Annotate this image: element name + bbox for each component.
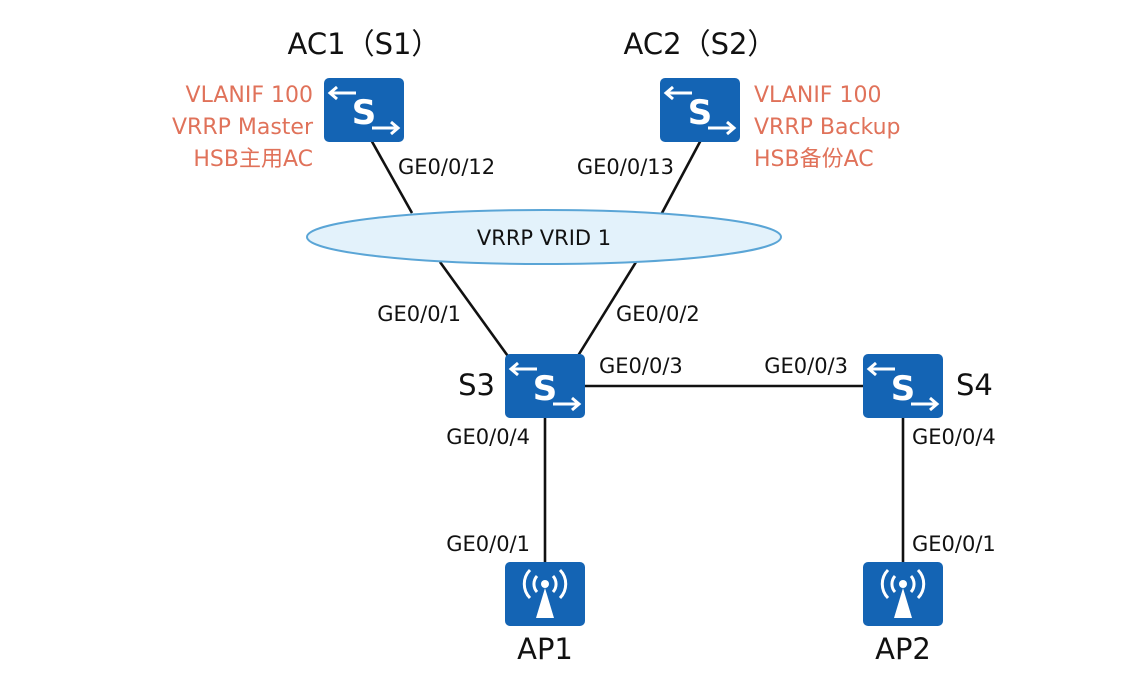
ac2-note-hsb: HSB备份AC [754,147,874,172]
ac2-note-vrrp: VRRP Backup [754,115,901,140]
port-s3-right: GE0/0/3 [599,354,683,378]
ac2-name: AC2（S2） [624,27,777,61]
ap2-access-point-icon [861,560,945,628]
link-vrrp-s3-right [574,261,638,360]
s4-switch-icon [861,352,945,420]
link-vrrp-s3-left [438,261,512,360]
ac1-note-vlanif: VLANIF 100 [186,83,313,108]
link-ac2-vrrp [660,137,704,214]
port-ac1-down: GE0/0/12 [398,155,495,179]
ac1-note-vrrp: VRRP Master [172,115,314,140]
port-s3-up-left: GE0/0/1 [377,302,461,326]
ap1-name: AP1 [517,632,573,666]
ap1-access-point-icon [503,560,587,628]
port-s3-up-right: GE0/0/2 [616,302,700,326]
port-ap1-up: GE0/0/1 [446,532,530,556]
port-ap2-up: GE0/0/1 [912,532,996,556]
port-s4-down: GE0/0/4 [912,425,996,449]
link-ac1-vrrp [368,137,414,214]
port-s3-down: GE0/0/4 [446,425,530,449]
port-s4-left: GE0/0/3 [764,354,848,378]
ap2-name: AP2 [875,632,931,666]
vrrp-group-ellipse [306,209,782,265]
s4-name: S4 [956,368,993,402]
port-ac2-down: GE0/0/13 [577,155,674,179]
s3-name: S3 [458,368,495,402]
ac1-note-hsb: HSB主用AC [193,147,313,172]
s3-switch-icon [503,352,587,420]
vrrp-group-label: VRRP VRID 1 [477,226,611,250]
ac2-switch-icon [658,76,742,144]
ac1-name: AC1（S1） [288,27,441,61]
ac2-note-vlanif: VLANIF 100 [754,83,881,108]
ac1-switch-icon [322,76,406,144]
